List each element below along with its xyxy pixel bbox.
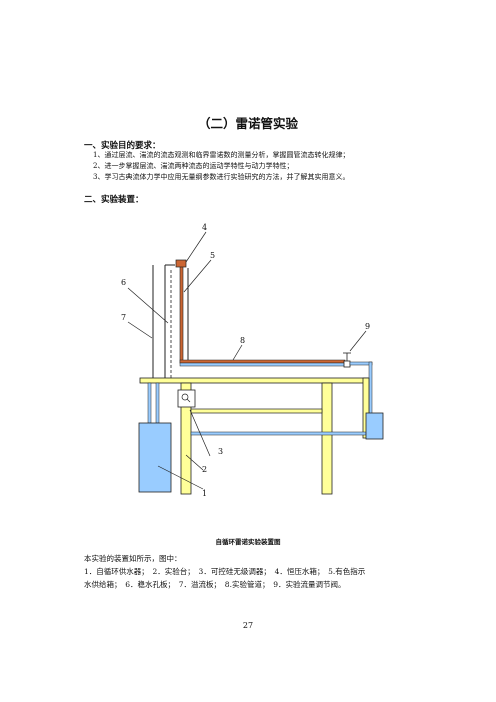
callout-5: 5 bbox=[210, 251, 215, 260]
dye-tube bbox=[179, 262, 184, 364]
section2-heading: 二、实验装置： bbox=[84, 195, 144, 205]
callout-9: 9 bbox=[365, 322, 370, 331]
objective-item-1: 1、通过层流、湍流的流态观测和临界雷诺数的测量分析，掌握圆管流态转化规律； bbox=[93, 151, 350, 159]
leader-lines bbox=[127, 231, 367, 490]
section1-heading: 一、实验目的要求： bbox=[84, 141, 161, 151]
description-line-1: 本实验的装置如所示，图中： bbox=[84, 554, 182, 563]
callout-7: 7 bbox=[121, 313, 126, 322]
callout-1: 1 bbox=[202, 489, 207, 498]
callout-8: 8 bbox=[240, 336, 245, 345]
cabinet-outline bbox=[152, 264, 175, 380]
table-crossbar bbox=[190, 408, 323, 414]
description-line-3: 水供给箱； 6．稳水孔板； 7．溢流板； 8.实验管道； 9．实验流量调节阀。 bbox=[84, 580, 346, 589]
callout-4: 4 bbox=[202, 223, 207, 232]
objective-item-3: 3、学习古典流体力学中应用无量纲参数进行实验研究的方法，并了解其实用意义。 bbox=[93, 173, 350, 181]
controller-box bbox=[177, 389, 196, 408]
objective-item-2: 2、进一步掌握层流、湍流两种流态的运动学特性与动力学特性； bbox=[93, 162, 294, 170]
callout-6: 6 bbox=[121, 278, 126, 287]
callout-2: 2 bbox=[202, 465, 207, 474]
page-number: 27 bbox=[242, 621, 254, 630]
description-line-2: 1．自循环供水器； 2．实验台； 3．可控硅无级调器； 4．恒压水箱； 5.有色… bbox=[84, 567, 366, 576]
callout-3: 3 bbox=[218, 447, 223, 456]
page-title: （二）雷诺管实验 bbox=[197, 116, 298, 131]
table-leg-right bbox=[321, 382, 333, 495]
supply-tank bbox=[138, 422, 172, 493]
dye-tank bbox=[175, 259, 187, 268]
figure-caption: 自循环雷诺实验装置图 bbox=[215, 538, 281, 546]
table-top bbox=[139, 377, 369, 384]
collection-box bbox=[365, 412, 384, 440]
test-pipe bbox=[179, 359, 346, 364]
table-leg-left bbox=[180, 382, 192, 495]
